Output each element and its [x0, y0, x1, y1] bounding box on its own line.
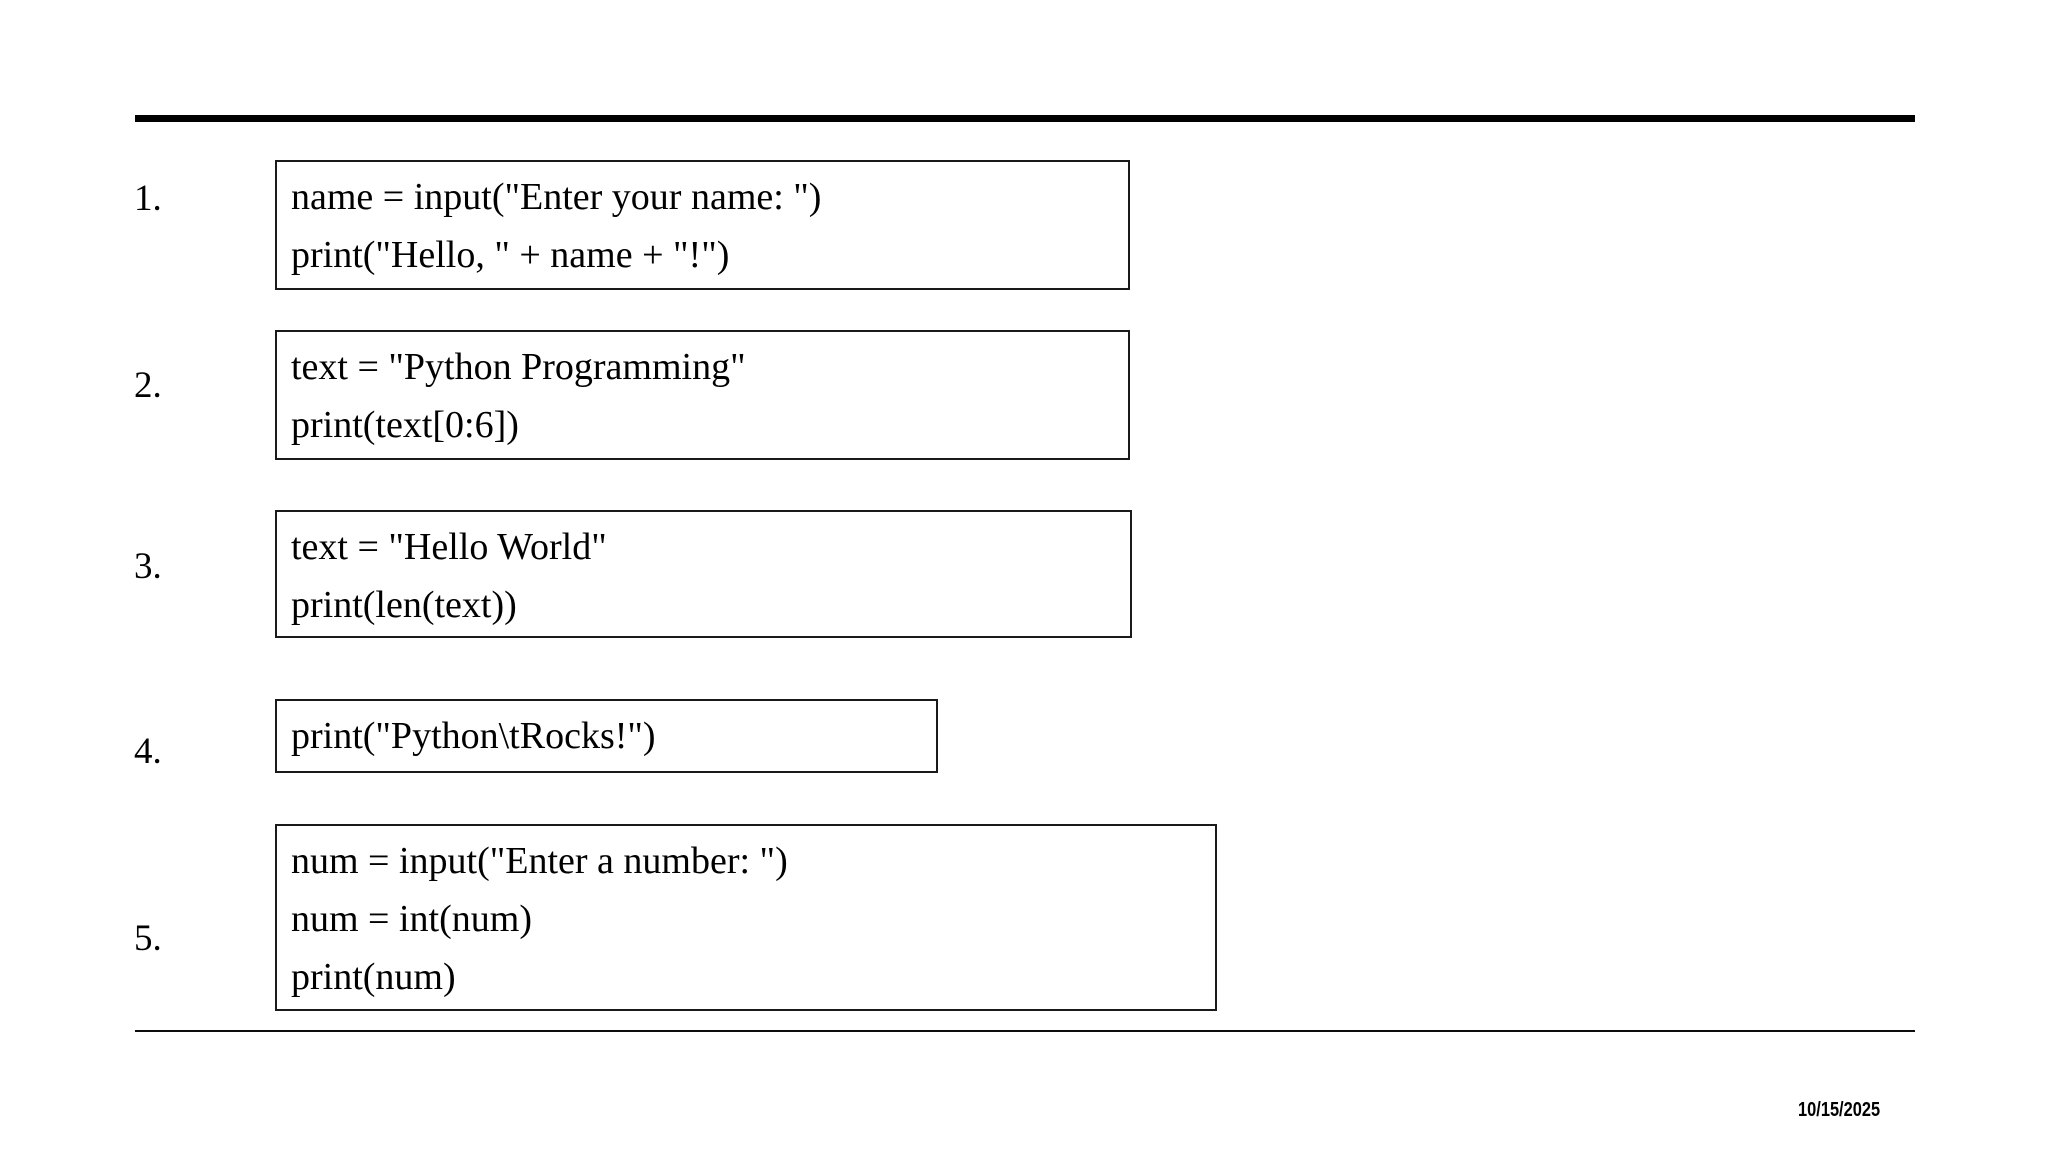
list-item-number: 2.: [134, 365, 162, 406]
header-divider-rule: [135, 115, 1915, 122]
code-line: num = input("Enter a number: "): [291, 840, 788, 882]
code-box: print("Python\tRocks!"): [275, 699, 938, 773]
list-item-number: 1.: [134, 178, 162, 219]
list-item-number: 5.: [134, 918, 162, 959]
code-line: num = int(num): [291, 898, 532, 940]
list-item-number: 4.: [134, 731, 162, 772]
code-line: print(num): [291, 956, 456, 998]
footer-date: 10/15/2025: [1797, 1099, 1880, 1121]
code-line: print("Hello, " + name + "!"): [291, 234, 730, 276]
code-line: text = "Hello World": [291, 526, 607, 568]
code-line: print(len(text)): [291, 584, 517, 626]
code-box: num = input("Enter a number: ") num = in…: [275, 824, 1217, 1011]
code-line: text = "Python Programming": [291, 346, 746, 388]
code-line: print("Python\tRocks!"): [291, 715, 656, 757]
footer-divider-rule: [135, 1030, 1915, 1032]
list-item-number: 3.: [134, 546, 162, 587]
code-box: text = "Python Programming" print(text[0…: [275, 330, 1130, 460]
code-line: print(text[0:6]): [291, 404, 519, 446]
code-box: name = input("Enter your name: ") print(…: [275, 160, 1130, 290]
code-line: name = input("Enter your name: "): [291, 176, 822, 218]
code-box: text = "Hello World" print(len(text)): [275, 510, 1132, 638]
